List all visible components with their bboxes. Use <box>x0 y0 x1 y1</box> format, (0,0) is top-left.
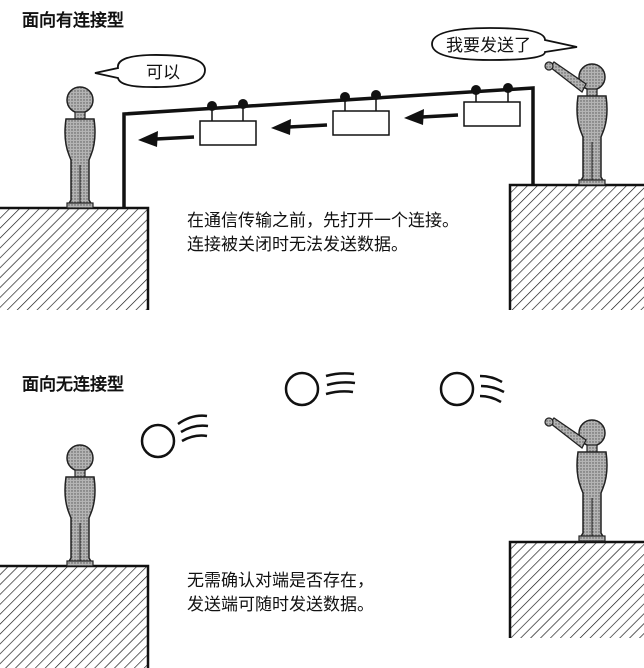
connectionless-note-line2: 发送端可随时发送数据。 <box>187 595 374 615</box>
connection-oriented-note-line1: 在通信传输之前，先打开一个连接。 <box>187 211 459 231</box>
connectionless-title: 面向无连接型 <box>22 374 124 395</box>
connection-line <box>122 86 535 208</box>
arrow-3 <box>404 109 459 125</box>
left-cliff-bottom <box>0 564 150 668</box>
left-cliff-top <box>0 206 150 310</box>
right-cliff-bottom <box>508 540 644 638</box>
receiver-person-top <box>64 86 96 209</box>
flying-packet-3 <box>439 371 505 407</box>
receiver-bubble-text: 可以 <box>146 63 180 83</box>
flying-packet-1 <box>140 414 209 459</box>
receiver-person-bottom <box>64 444 96 567</box>
receiver-bubble: 可以 <box>94 54 206 88</box>
right-cliff-top <box>508 183 644 310</box>
sender-person-top <box>544 61 608 186</box>
packet-3 <box>463 83 521 127</box>
packet-2 <box>332 90 390 136</box>
flying-packet-2 <box>284 371 356 407</box>
connectionless-note-line1: 无需确认对端是否存在， <box>187 571 374 591</box>
connection-oriented-title: 面向有连接型 <box>22 10 124 31</box>
sender-person-bottom <box>544 417 608 542</box>
sender-bubble-text: 我要发送了 <box>446 36 531 56</box>
connection-oriented-note-line2: 连接被关闭时无法发送数据。 <box>187 235 408 255</box>
arrow-2 <box>271 119 328 135</box>
arrow-1 <box>138 131 195 147</box>
packet-1 <box>199 99 257 146</box>
sender-bubble: 我要发送了 <box>431 27 578 61</box>
